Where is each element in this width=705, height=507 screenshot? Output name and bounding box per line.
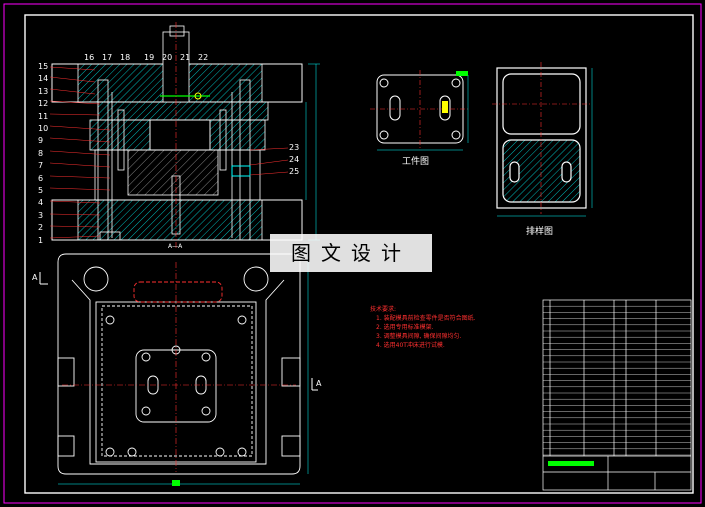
part-number-label: 13 [38,86,49,96]
watermark: 图文设计 [270,234,432,272]
part-number-label: 22 [198,53,209,62]
bom-rows [543,306,691,456]
part-number-label: 17 [102,53,113,62]
view-label-right: A [316,379,322,388]
part-number-label: 9 [38,136,44,146]
inner-frame [24,14,694,494]
tech-req-item: 3. 调整模具间隙, 确保间隙均匀. [376,333,462,340]
part-number-label: 14 [38,74,49,84]
tech-req-title: 技术要求: [370,306,397,313]
plan-view [57,253,301,475]
tech-req-item: 4. 选用40T冲床进行试模. [376,342,445,349]
part-number-label: 21 [180,53,191,62]
part-number-label: 19 [144,53,155,62]
view-label-left: A [32,273,38,282]
part-number-label: 7 [38,161,44,171]
strip-caption: 排样图 [526,227,554,237]
part-number-label: 25 [289,167,300,176]
part-number-label: 4 [38,198,44,208]
strip-layout-drawing [496,67,587,209]
part-number-label: 8 [38,148,44,158]
part-number-label: 18 [120,53,131,62]
part-number-label: 15 [38,62,49,71]
part-number-label: 20 [162,53,173,62]
tech-req-item: 1. 装配模具前检查零件是否符合图纸. [376,315,476,322]
part-number-label: 16 [84,53,95,62]
workpiece-caption: 工件图 [402,157,430,167]
part-number-label: 23 [289,143,300,152]
outer-frame [3,3,702,504]
part-number-label: 2 [38,223,44,233]
part-number-label: 24 [289,155,300,164]
part-number-label: 12 [38,99,49,109]
tech-req-item: 2. 选用专用标准模架. [376,324,434,331]
part-number-label: 5 [38,186,44,195]
technical-requirements: 技术要求: 1. 装配模具前检查零件是否符合图纸. 2. 选用专用标准模架. 3… [370,305,476,350]
part-number-label: 11 [38,111,49,121]
part-number-label: 1 [38,235,44,245]
part-number-label: 3 [38,210,44,220]
part-number-label: 6 [38,173,44,183]
part-number-label: 10 [38,124,49,133]
section-label: A—A [168,243,183,250]
